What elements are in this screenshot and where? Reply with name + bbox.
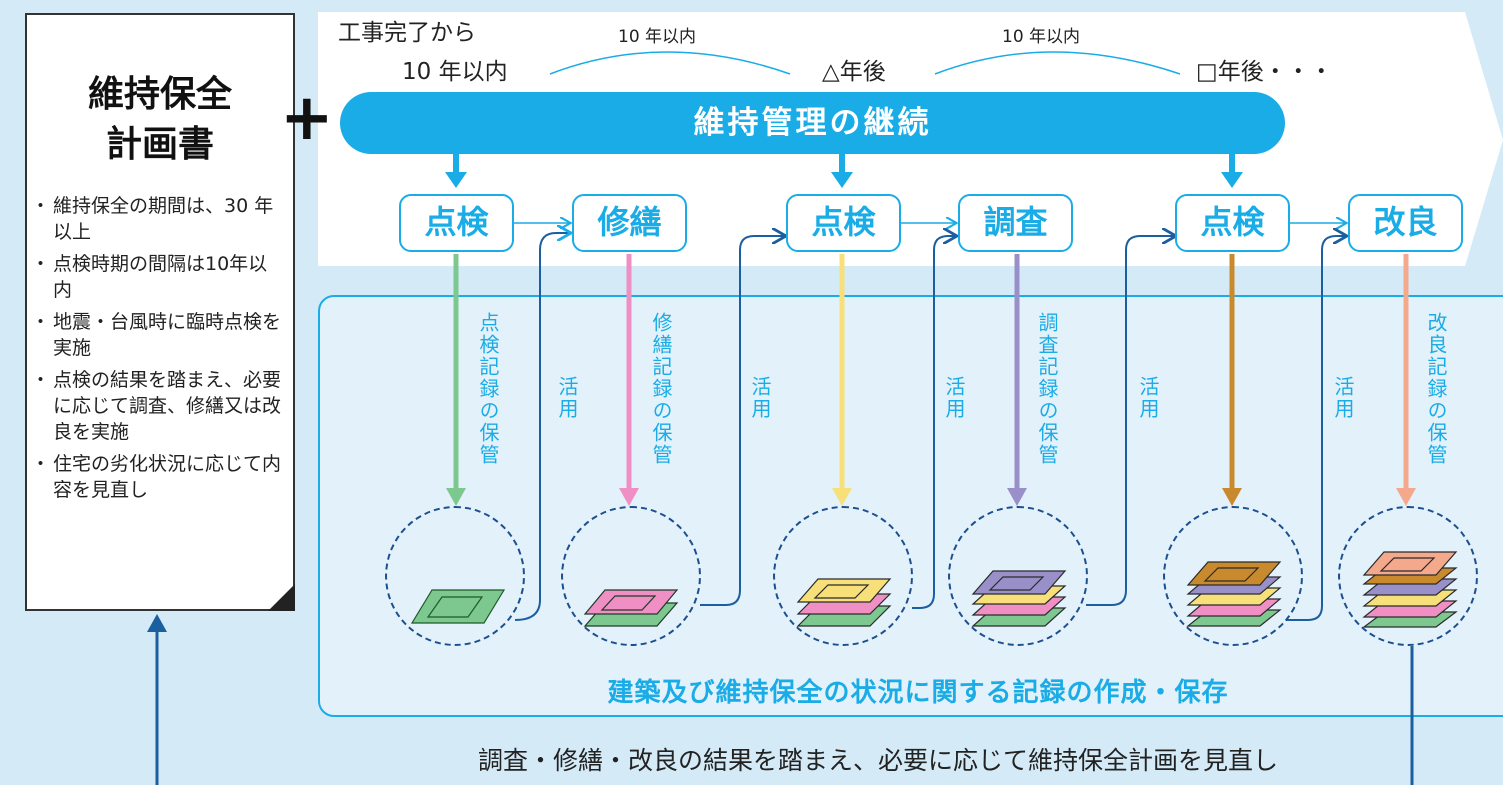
plan-note: 点検時期の間隔は10年以内 — [31, 251, 285, 303]
plan-note: 地震・台風時に臨時点検を実施 — [31, 309, 285, 361]
plan-title-line2: 計画書 — [105, 124, 214, 165]
record-caption: 建築及び維持保全の状況に関する記録の作成・保存 — [607, 678, 1229, 708]
timeline-start-line2: 10 年以内 — [402, 59, 508, 85]
page-fold-corner — [268, 584, 295, 611]
plan-note: 住宅の劣化状況に応じて内容を見直し — [31, 451, 285, 503]
continuous-maintenance-bar — [340, 92, 1285, 154]
utilize-connector — [700, 236, 784, 606]
record-arrow — [446, 254, 1416, 506]
timeline-interval-1: 10 年以内 — [618, 27, 697, 47]
utilize-connector — [514, 233, 569, 621]
record-circle — [1163, 506, 1303, 646]
step-inspection-1: 点検 — [399, 194, 514, 252]
utilize-connector — [912, 236, 955, 609]
timeline-start-line1: 工事完了から — [338, 20, 476, 46]
record-circle — [948, 506, 1088, 646]
record-circle — [385, 506, 525, 646]
utilize-connector — [1286, 236, 1345, 621]
down-arrow — [445, 154, 1243, 188]
plan-title: 維持保全 計画書 — [25, 70, 295, 170]
step-repair: 修繕 — [572, 194, 687, 252]
utilize-label: 活用 — [942, 376, 966, 420]
continuous-maintenance-label: 維持管理の継続 — [693, 105, 932, 141]
record-circle — [561, 506, 701, 646]
record-label-improvement: 改良記録の保管 — [1424, 312, 1448, 466]
utilize-label: 活用 — [1331, 376, 1355, 420]
step-inspection-2: 点検 — [786, 194, 901, 252]
record-panel — [318, 295, 1503, 717]
record-label-survey: 調査記録の保管 — [1035, 312, 1059, 466]
utilize-label: 活用 — [1136, 376, 1160, 420]
record-label-inspection: 点検記録の保管 — [476, 312, 500, 466]
review-text: 調査・修繕・改良の結果を踏まえ、必要に応じて維持保全計画を見直し — [477, 746, 1278, 775]
plus-symbol: + — [280, 81, 334, 155]
step-inspection-3: 点検 — [1175, 194, 1290, 252]
plan-note: 点検の結果を踏まえ、必要に応じて調査、修繕又は改良を実施 — [31, 367, 285, 445]
plan-notes-list: 維持保全の期間は、30 年以上 点検時期の間隔は10年以内 地震・台風時に臨時点… — [31, 193, 285, 509]
plan-title-line1: 維持保全 — [87, 74, 232, 115]
record-circle — [773, 506, 913, 646]
utilize-label: 活用 — [748, 376, 772, 420]
record-label-repair: 修繕記録の保管 — [649, 312, 673, 466]
utilize-connector — [1086, 236, 1174, 606]
utilize-label: 活用 — [555, 376, 579, 420]
plan-note: 維持保全の期間は、30 年以上 — [31, 193, 285, 245]
feedback-arrowhead — [147, 614, 167, 632]
step-survey: 調査 — [958, 194, 1073, 252]
timeline-mid: △年後 — [822, 59, 886, 85]
record-circle — [1338, 506, 1478, 646]
timeline-interval-2: 10 年以内 — [1002, 27, 1081, 47]
step-improvement: 改良 — [1348, 194, 1463, 252]
timeline-end: □年後・・・ — [1196, 59, 1333, 85]
